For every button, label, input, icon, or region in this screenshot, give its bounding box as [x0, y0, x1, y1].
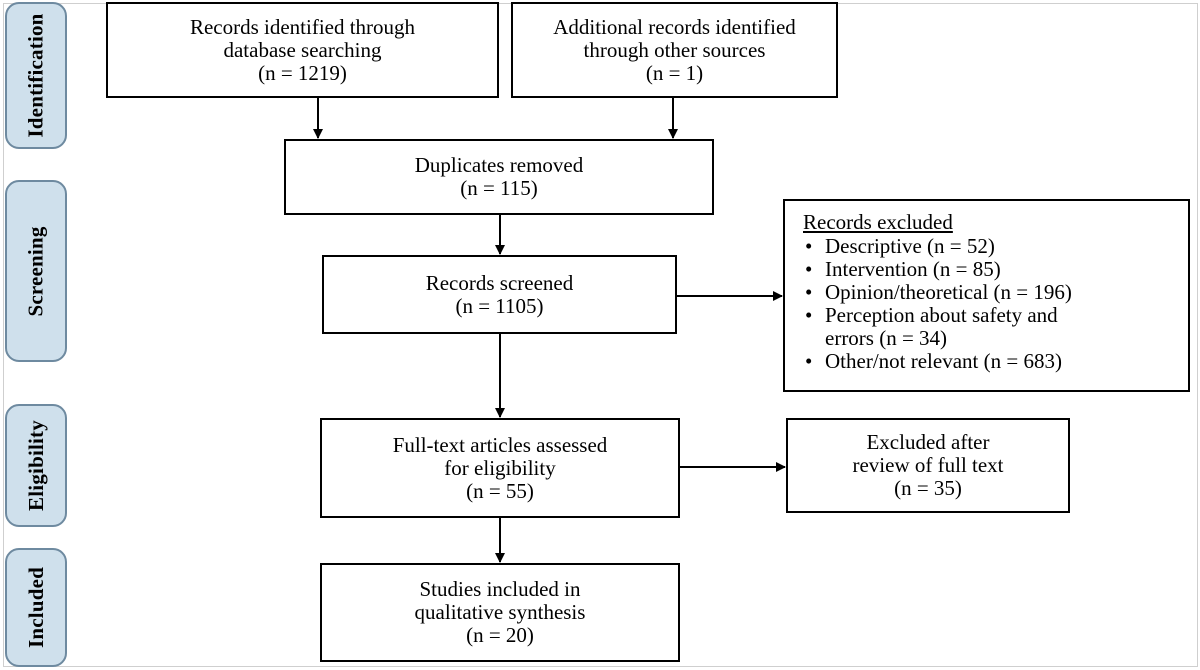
- box-database-line-3: (n = 1219): [258, 60, 347, 85]
- box-other-line-3: (n = 1): [645, 60, 704, 85]
- box-excluded-fulltext-line-3: (n = 35): [894, 476, 962, 500]
- phase-eligibility: Eligibility: [5, 404, 67, 527]
- excluded-item-other: • Other/not relevant (n = 683): [803, 350, 1174, 373]
- box-other-line-2: through other sources: [583, 37, 766, 62]
- excluded-item-label: Intervention (n = 85): [825, 257, 1001, 281]
- box-screened-line-2: (n = 1105): [455, 293, 544, 318]
- box-included-line-2: qualitative synthesis: [414, 600, 586, 624]
- box-other-sources: Additional records identified through ot…: [511, 2, 838, 98]
- excluded-item-label: Opinion/theoretical (n = 196): [825, 280, 1072, 304]
- box-excluded-fulltext-line-2: review of full text: [852, 453, 1004, 477]
- box-database-records: Records identified through database sear…: [106, 2, 499, 98]
- box-fulltext-line-1: Full-text articles assessed: [392, 432, 608, 457]
- bullet-icon: •: [805, 257, 813, 281]
- excluded-item-descriptive: • Descriptive (n = 52): [803, 235, 1174, 258]
- records-excluded-title: Records excluded: [803, 210, 953, 234]
- box-studies-included: Studies included in qualitative synthesi…: [320, 563, 680, 662]
- box-included-line-3: (n = 20): [466, 623, 534, 647]
- box-included-line-1: Studies included in: [419, 577, 581, 601]
- phase-screening: Screening: [5, 180, 67, 362]
- excluded-item-label: Descriptive (n = 52): [825, 234, 995, 258]
- box-fulltext-line-3: (n = 55): [466, 478, 534, 503]
- excluded-item-opinion: • Opinion/theoretical (n = 196): [803, 281, 1174, 304]
- box-excluded-fulltext-line-1: Excluded after: [866, 430, 990, 454]
- bullet-icon: •: [805, 280, 813, 304]
- box-database-line-2: database searching: [223, 37, 382, 62]
- box-duplicates-line-1: Duplicates removed: [414, 153, 584, 177]
- bullet-icon: •: [805, 349, 813, 373]
- box-duplicates-line-2: (n = 115): [460, 176, 538, 200]
- box-excluded-fulltext: Excluded after review of full text (n = …: [786, 418, 1070, 513]
- excluded-item-label-cont: errors (n = 34): [825, 326, 948, 350]
- box-other-line-1: Additional records identified: [553, 14, 796, 39]
- bullet-icon: •: [805, 234, 813, 258]
- box-fulltext-assessed: Full-text articles assessed for eligibil…: [320, 418, 680, 518]
- box-database-line-1: Records identified through: [189, 14, 416, 39]
- records-excluded-list: • Descriptive (n = 52) • Intervention (n =…: [803, 235, 1174, 373]
- box-records-excluded: Records excluded • Descriptive (n = 52) •…: [783, 199, 1190, 392]
- box-duplicates-removed: Duplicates removed (n = 115): [284, 139, 714, 215]
- excluded-item-label: Other/not relevant (n = 683): [825, 349, 1062, 373]
- phase-identification: Identification: [5, 2, 67, 149]
- box-screened-line-1: Records screened: [425, 270, 574, 295]
- excluded-item-label: Perception about safety and: [825, 303, 1058, 327]
- bullet-icon: •: [805, 303, 813, 327]
- box-fulltext-line-2: for eligibility: [444, 455, 556, 480]
- box-records-screened: Records screened (n = 1105): [322, 255, 677, 334]
- phase-included: Included: [5, 548, 67, 667]
- excluded-item-intervention: • Intervention (n = 85): [803, 258, 1174, 281]
